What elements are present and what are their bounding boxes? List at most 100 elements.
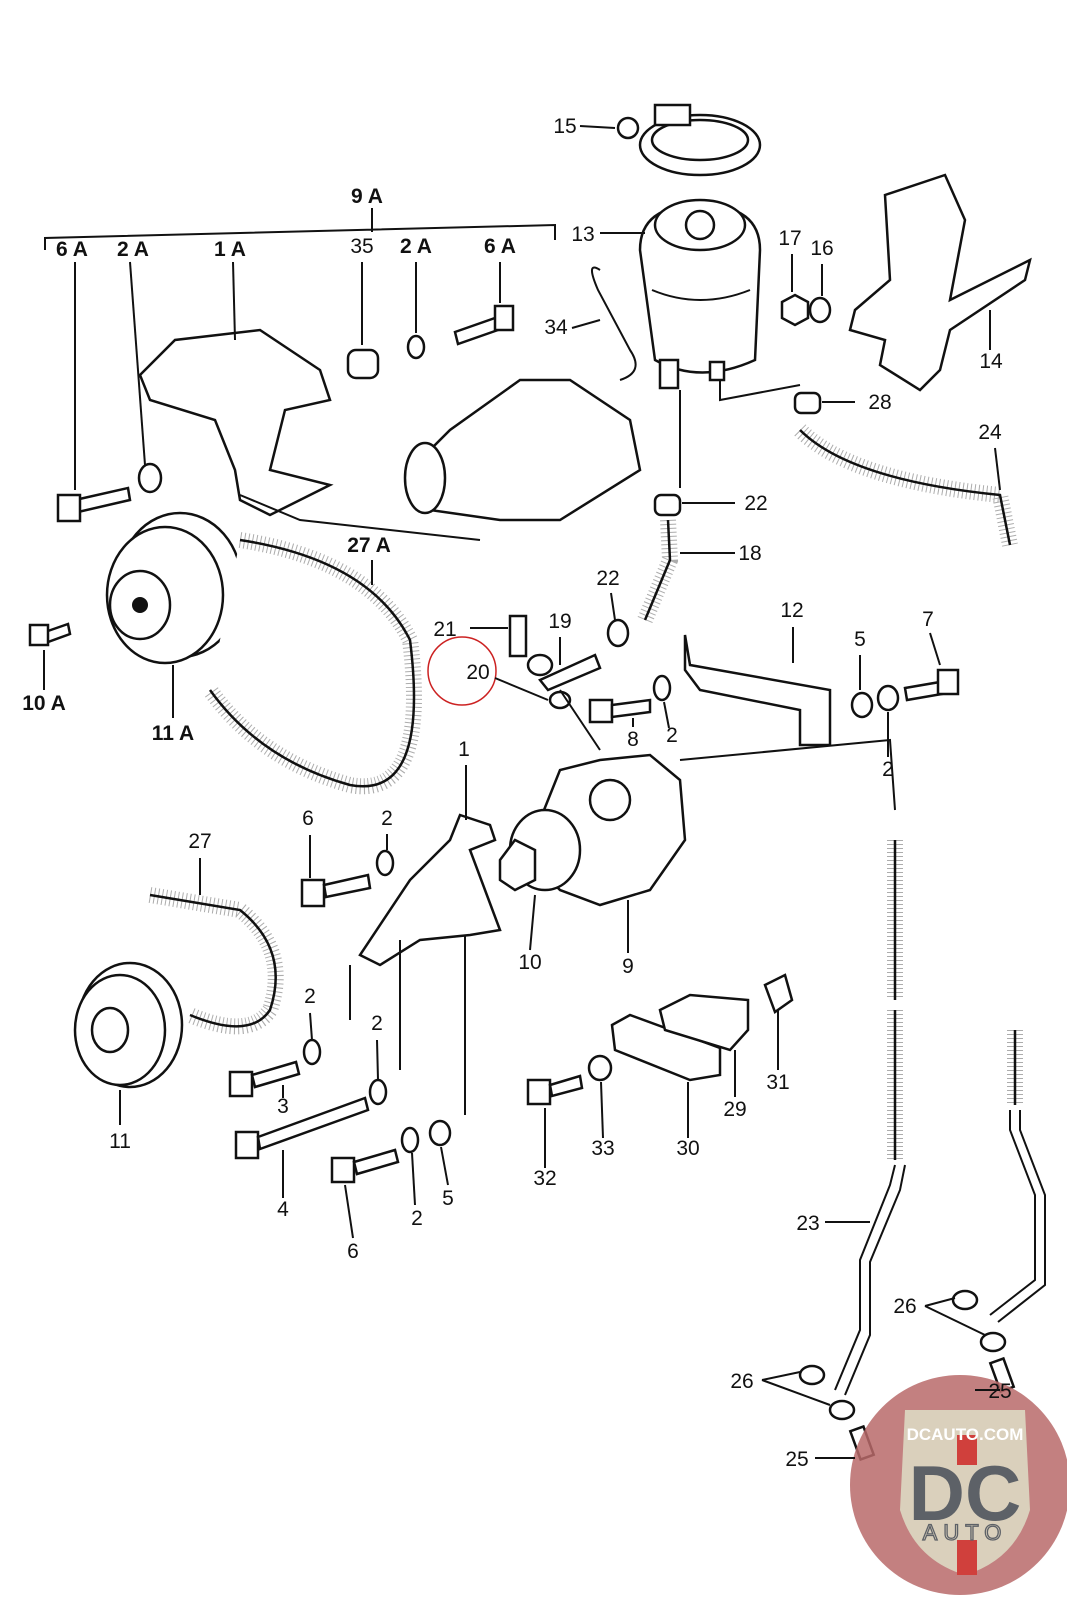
dcauto-logo: DCAUTO.COM DC AUTO <box>850 1375 1067 1595</box>
leader-line <box>232 261 236 341</box>
callout-11a: 11 A <box>152 722 194 745</box>
bolt-part-6A <box>453 304 515 346</box>
callout-9: 9 <box>622 955 634 978</box>
bolt-part-6A-left <box>56 486 132 523</box>
callout-7: 7 <box>922 608 934 631</box>
hose-part-18 <box>643 519 672 621</box>
bracket-part-1 <box>358 813 502 967</box>
callout-21: 21 <box>433 618 456 641</box>
callout-4: 4 <box>277 1198 289 1221</box>
callout-2a: 2 A <box>117 238 149 261</box>
leader-line <box>610 592 616 621</box>
bracket-part-29 <box>658 993 750 1052</box>
callout-5: 5 <box>854 628 866 651</box>
callout-2: 2 <box>666 724 678 747</box>
callout-12: 12 <box>780 599 803 622</box>
reservoir-part-13 <box>638 198 762 390</box>
bolt-part-10A <box>28 622 72 647</box>
callout-15: 15 <box>553 115 576 138</box>
callout-6a: 6 A <box>484 235 516 258</box>
callout-22: 22 <box>744 492 767 515</box>
leader-line <box>440 1146 449 1186</box>
callout-27a: 27 A <box>347 534 391 557</box>
washer-part-5-b <box>428 1119 452 1147</box>
callout-24: 24 <box>978 421 1002 444</box>
clip-part-34 <box>591 266 637 381</box>
callout-26: 26 <box>730 1370 753 1393</box>
leader-line <box>129 261 146 466</box>
washer-part-26-b <box>979 1331 1007 1353</box>
washer-part-2-b <box>876 684 900 712</box>
callout-2: 2 <box>411 1207 423 1230</box>
callout-34: 34 <box>544 316 568 339</box>
leader-line <box>761 1379 831 1406</box>
callout-25: 25 <box>785 1448 808 1471</box>
leader-line <box>663 701 670 729</box>
callout-2a: 2 A <box>400 235 432 258</box>
leader-line <box>376 1039 379 1081</box>
callout-23: 23 <box>796 1212 819 1235</box>
leader-line <box>579 125 616 129</box>
bolt-part-8 <box>588 698 652 724</box>
bolt-part-21 <box>508 614 528 658</box>
callout-27: 27 <box>188 830 211 853</box>
part-drawings <box>28 103 1046 1462</box>
pump-part-9A <box>408 378 642 522</box>
callout-26: 26 <box>893 1295 916 1318</box>
belt-part-27 <box>149 893 277 1028</box>
callout-5: 5 <box>442 1187 454 1210</box>
sleeve-part-35 <box>346 348 380 380</box>
callout-2: 2 <box>381 807 393 830</box>
washer-part-26-d <box>828 1399 856 1421</box>
leader-line <box>929 632 941 666</box>
callout-2: 2 <box>882 758 894 781</box>
washer-part-26-c <box>798 1364 826 1386</box>
leader-line <box>411 1152 416 1206</box>
clamp-part-22 <box>653 493 682 517</box>
callout-30: 30 <box>676 1137 699 1160</box>
clamp-part-28 <box>793 391 822 415</box>
callout-2: 2 <box>371 1012 383 1035</box>
callout-25: 25 <box>988 1380 1011 1403</box>
callout-14: 14 <box>979 350 1003 373</box>
nut-part-17 <box>780 293 810 327</box>
callout-9a: 9 A <box>351 185 383 208</box>
leader-line <box>494 677 549 701</box>
callout-32: 32 <box>533 1167 556 1190</box>
leader-line <box>994 447 1001 491</box>
washer-part-33 <box>587 1054 613 1082</box>
leader-line <box>761 1371 801 1381</box>
washer-part-2A <box>406 334 426 360</box>
callout-1: 1 <box>458 738 470 761</box>
clamp-part-22b <box>606 618 630 648</box>
bolt-part-6-lower <box>330 1148 400 1184</box>
pulley-part-11 <box>73 961 184 1089</box>
leader-line <box>600 1081 604 1139</box>
leader-line <box>924 1297 956 1307</box>
callout-10: 10 <box>518 951 541 974</box>
callout-6: 6 <box>347 1240 359 1263</box>
callout-33: 33 <box>591 1137 614 1160</box>
leader-line <box>924 1305 986 1336</box>
washer-part-2A-left <box>137 462 163 494</box>
callout-2: 2 <box>304 985 316 1008</box>
logo-main-text: DC <box>909 1449 1022 1537</box>
bolt-part-32 <box>526 1074 584 1106</box>
callout-16: 16 <box>810 237 833 260</box>
pulley-part-11A <box>105 511 244 665</box>
callout-11: 11 <box>109 1130 131 1153</box>
group-bracket-9A <box>44 208 556 250</box>
highlight-circle <box>427 636 497 706</box>
callout-8: 8 <box>627 728 639 751</box>
callout-6: 6 <box>302 807 314 830</box>
callout-31: 31 <box>766 1071 789 1094</box>
leader-line <box>344 1184 354 1239</box>
callout-22: 22 <box>596 567 619 590</box>
bolt-part-3 <box>228 1060 301 1098</box>
strap-part-12 <box>683 634 832 747</box>
washer-part-2-e <box>368 1078 388 1106</box>
bolt-part-7 <box>903 668 960 702</box>
leader-line <box>309 1012 313 1041</box>
